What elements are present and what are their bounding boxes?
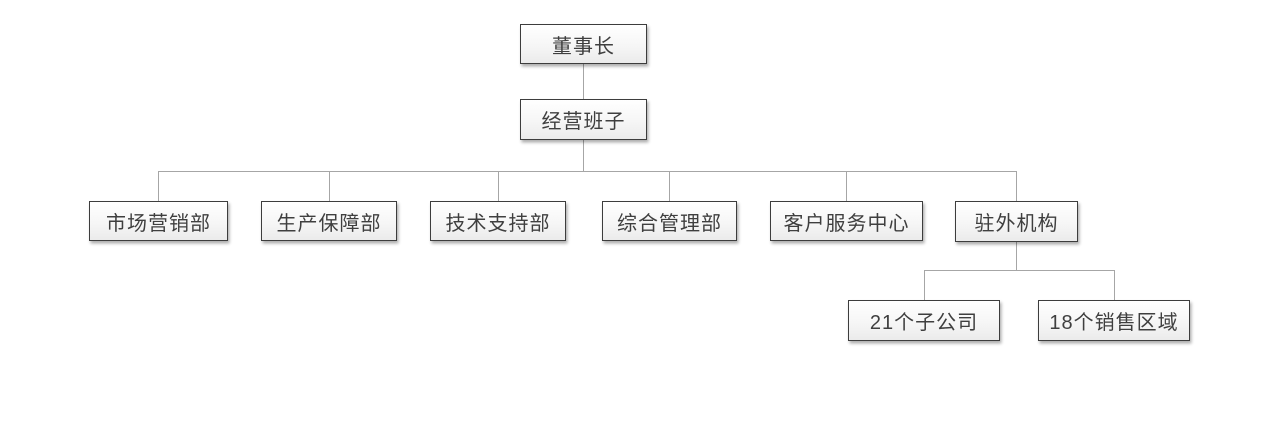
connector-executive-stem [583,140,584,171]
connector-drop-sales-regions [1114,271,1115,300]
org-node-customer-service-center: 客户服务中心 [770,201,923,241]
connector-drop-field-offices [1016,172,1017,201]
org-node-sales-regions: 18个销售区域 [1038,300,1190,341]
connector-drop-general-management [669,172,670,201]
connector-field-units-rail [924,270,1115,271]
org-node-subsidiaries: 21个子公司 [848,300,1000,341]
org-node-production-support-dept: 生产保障部 [261,201,397,241]
connector-drop-customer-service [846,172,847,201]
connector-drop-technical-support [498,172,499,201]
org-node-chairman: 董事长 [520,24,647,64]
org-node-executive-team: 经营班子 [520,99,647,140]
org-node-general-management-dept: 综合管理部 [602,201,737,241]
connector-drop-production-support [329,172,330,201]
org-node-field-offices: 驻外机构 [955,201,1078,242]
connector-drop-subsidiaries [924,271,925,300]
connector-departments-rail [158,171,1017,172]
org-node-technical-support-dept: 技术支持部 [430,201,566,241]
connector-field-offices-stem [1016,241,1017,270]
org-node-marketing-dept: 市场营销部 [89,201,228,241]
connector-root-to-executive [583,64,584,99]
connector-drop-marketing [158,172,159,201]
